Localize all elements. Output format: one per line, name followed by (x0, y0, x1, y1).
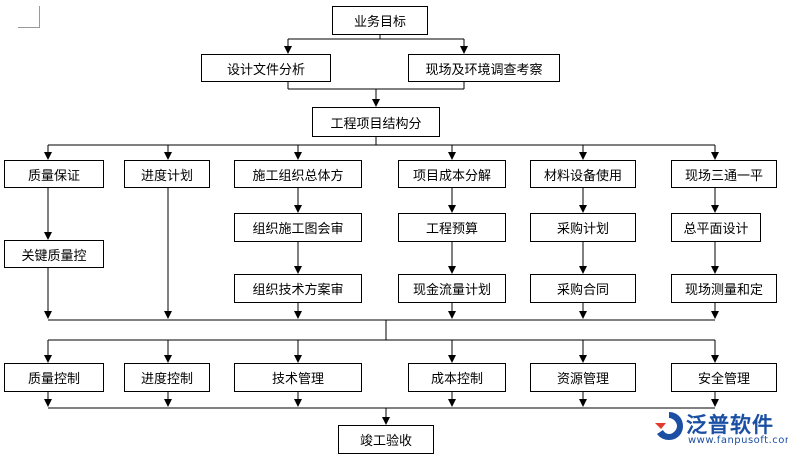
node-design-doc-analysis: 设计文件分析 (201, 54, 331, 82)
node-cost-breakdown: 项目成本分解 (398, 160, 506, 188)
node-material-equipment-use: 材料设备使用 (530, 160, 636, 188)
brand-logo-icon (655, 412, 683, 440)
node-drawing-review: 组织施工图会审 (234, 213, 362, 242)
node-site-three-utilities: 现场三通一平 (671, 160, 777, 188)
brand-url: www.fanpusoft.com (688, 435, 788, 446)
node-cost-control: 成本控制 (408, 363, 506, 392)
node-resource-management: 资源管理 (530, 363, 636, 392)
node-site-survey-setting: 现场测量和定 (671, 274, 777, 303)
node-cash-flow-plan: 现金流量计划 (398, 274, 506, 303)
node-key-quality-control: 关键质量控 (4, 240, 104, 268)
node-quality-control: 质量控制 (4, 363, 104, 392)
node-schedule-control: 进度控制 (124, 363, 210, 392)
node-purchase-plan: 采购计划 (530, 213, 636, 242)
node-tech-management: 技术管理 (234, 363, 362, 392)
node-engineering-budget: 工程预算 (398, 213, 506, 242)
node-project-structure: 工程项目结构分 (312, 107, 440, 137)
node-quality-assurance: 质量保证 (4, 160, 104, 188)
node-general-layout-design: 总平面设计 (671, 213, 761, 242)
node-completion-acceptance: 竣工验收 (338, 425, 434, 454)
page-corner-mark (39, 6, 40, 28)
node-site-env-survey: 现场及环境调查考察 (408, 54, 560, 82)
node-business-goal: 业务目标 (332, 6, 428, 35)
node-construction-org-plan: 施工组织总体方 (234, 160, 362, 188)
brand-name: 泛普软件 (686, 413, 774, 437)
node-purchase-contract: 采购合同 (530, 274, 636, 303)
brand-logo: 泛普软件 www.fanpusoft.com (652, 407, 788, 453)
page-corner-mark (18, 27, 40, 28)
node-tech-plan-review: 组织技术方案审 (234, 274, 362, 303)
node-schedule-plan: 进度计划 (124, 160, 210, 188)
node-safety-management: 安全管理 (671, 363, 777, 392)
